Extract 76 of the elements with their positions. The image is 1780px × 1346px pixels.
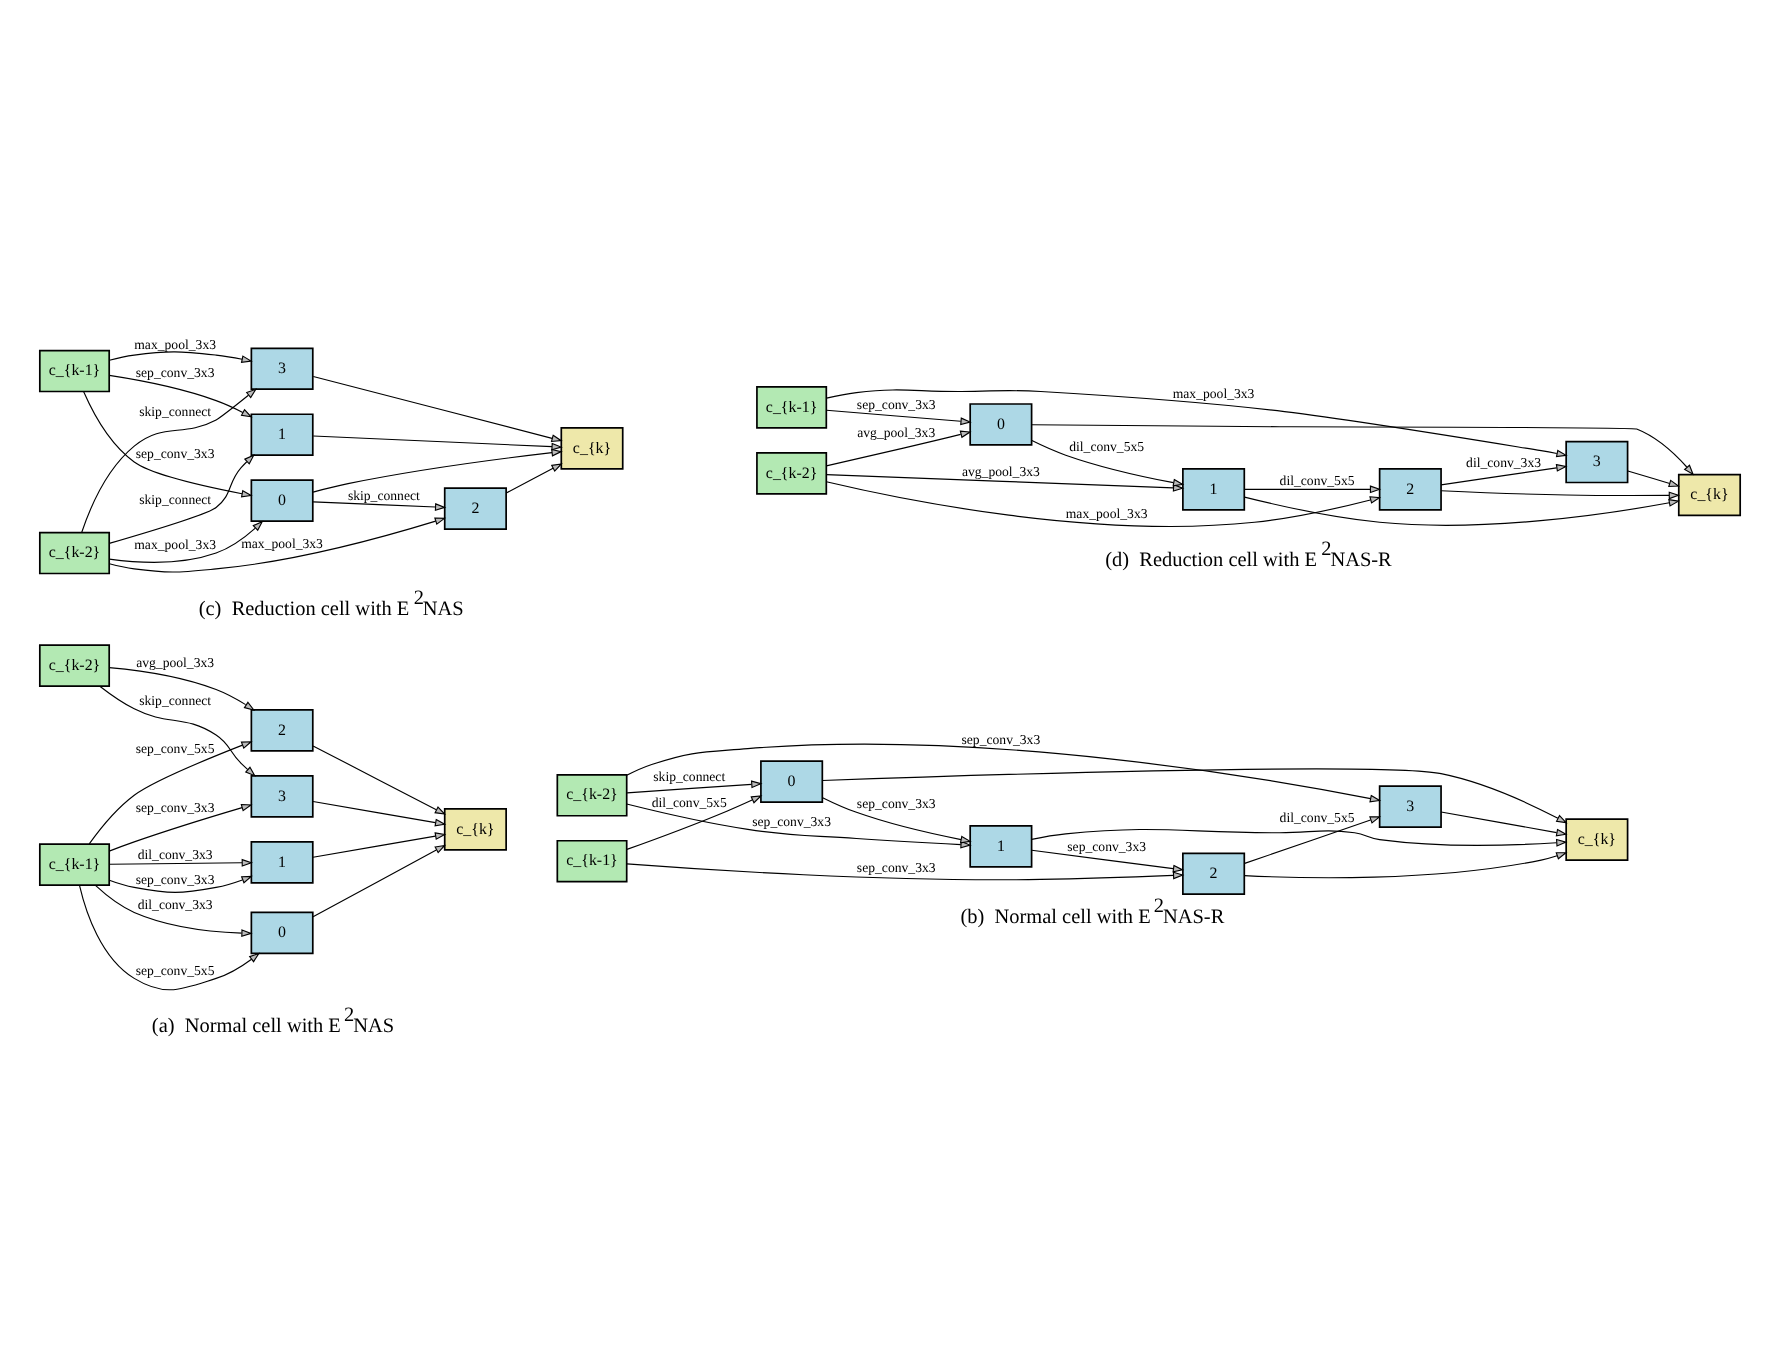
node-box: c_{k-1}	[38, 349, 111, 393]
arrow	[1244, 816, 1382, 864]
node-box: c_{k}	[443, 808, 507, 851]
arrow	[626, 780, 763, 794]
node-box: 1	[969, 825, 1033, 868]
arrow	[505, 463, 563, 494]
node-box: 0	[250, 479, 314, 522]
node-box: 2	[1378, 468, 1442, 511]
node-box: c_{k-2}	[756, 452, 828, 495]
arrow	[94, 884, 253, 938]
arrow	[626, 743, 1382, 803]
arrow	[108, 374, 253, 418]
arrow	[1627, 470, 1681, 488]
node-box: 0	[969, 403, 1033, 446]
node-box: c_{k-2}	[556, 773, 628, 817]
arrow	[626, 795, 763, 850]
arrow	[312, 832, 447, 858]
arrow	[108, 875, 253, 893]
arrow	[312, 375, 563, 443]
node-box: 1	[250, 413, 314, 457]
arrow	[99, 685, 257, 777]
node-box: c_{k-1}	[756, 386, 828, 429]
arrow	[626, 803, 972, 849]
node-box: 2	[250, 709, 314, 752]
arrow	[81, 388, 258, 533]
node-box: 3	[250, 775, 314, 818]
node-box: c_{k}	[1565, 818, 1629, 861]
arrow	[1031, 424, 1695, 476]
arrow	[312, 448, 563, 493]
arrow	[826, 389, 1568, 458]
arrow	[108, 520, 264, 563]
arrow	[1440, 811, 1568, 837]
node-box: 0	[760, 760, 824, 803]
arrow	[1244, 485, 1382, 494]
arrow	[79, 884, 261, 991]
node-box: c_{k-2}	[38, 644, 111, 687]
arrow	[109, 858, 254, 867]
arrow	[1031, 828, 1568, 847]
arrow	[312, 501, 447, 511]
arrow	[825, 409, 972, 426]
arrow	[83, 391, 253, 498]
arrow	[825, 474, 1185, 492]
arrow	[108, 667, 256, 711]
arrow	[1440, 490, 1681, 500]
arrow	[88, 741, 253, 845]
arrow	[821, 768, 1568, 824]
node-box: 2	[443, 487, 507, 530]
arrow	[626, 863, 1185, 881]
arrow	[822, 797, 972, 844]
arrow	[108, 454, 255, 544]
node-box: 2	[1182, 852, 1246, 896]
arrow	[825, 430, 972, 467]
arrow	[312, 745, 447, 815]
arrow	[1440, 463, 1568, 486]
node-box: c_{k-1}	[38, 843, 111, 886]
arrow	[312, 435, 563, 451]
node-box: c_{k}	[560, 427, 624, 470]
node-box: c_{k-1}	[556, 839, 628, 883]
arrow	[108, 351, 253, 363]
node-box: c_{k-2}	[38, 531, 111, 575]
arrow	[825, 481, 1382, 527]
arrow	[1031, 849, 1185, 873]
node-box: 1	[1182, 468, 1246, 511]
arrow	[312, 801, 447, 827]
arrow	[108, 803, 253, 852]
node-box: 3	[250, 347, 314, 391]
node-box: 3	[1565, 440, 1629, 484]
node-box: 3	[1378, 785, 1442, 828]
arrow	[1243, 496, 1681, 526]
arrow	[312, 844, 447, 918]
arrow	[1031, 440, 1185, 487]
arrow	[108, 517, 447, 573]
node-box: 0	[250, 911, 314, 955]
node-box: c_{k}	[1677, 473, 1742, 517]
node-box: 1	[250, 841, 314, 884]
arrow	[1243, 852, 1568, 879]
